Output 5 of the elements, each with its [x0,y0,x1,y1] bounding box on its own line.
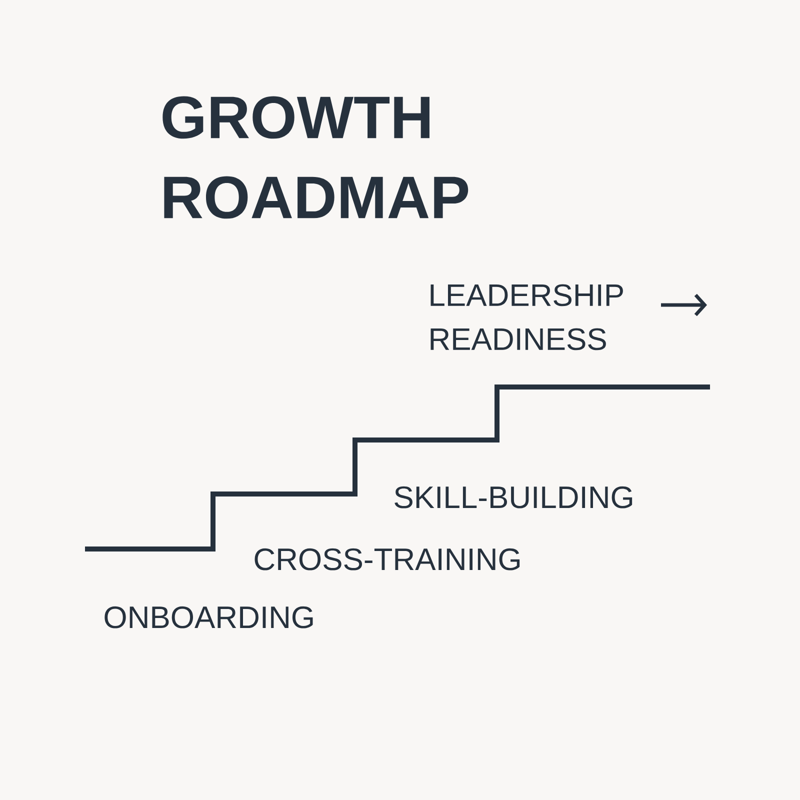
stage-label: ONBOARDING [104,606,313,628]
stage-label: LEADERSHIP READINESS [430,284,623,350]
stage-label: SKILL-BUILDING [394,486,632,508]
stage-label: CROSS-TRAINING [254,548,520,570]
title: GROWTH ROADMAP [162,96,468,219]
